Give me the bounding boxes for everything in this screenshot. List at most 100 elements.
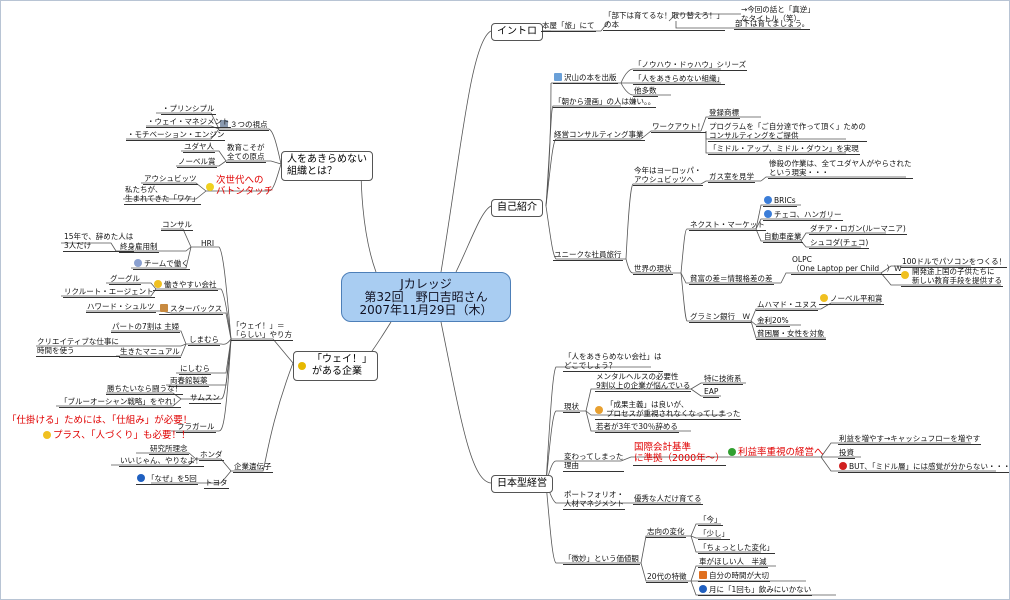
node-book2[interactable]: 「人をあきらめない組織」 (633, 74, 725, 85)
node-ryoshun[interactable]: 両春館製薬 (169, 376, 209, 387)
branch-jiko[interactable]: 自己紹介 (491, 199, 543, 217)
node-hito-nobel[interactable]: ノーベル賞 (177, 157, 217, 168)
node-tech[interactable]: 特に技術系 (703, 374, 743, 385)
node-jew[interactable]: ユダヤ人 (183, 142, 215, 153)
node-hondana[interactable]: 本屋「旅」にて (541, 21, 596, 32)
node-rate[interactable]: 金利20% (756, 316, 790, 327)
node-seika[interactable]: 「成果主義」は良いが、 プロセスが重視されなくなってしまった (595, 400, 742, 420)
node-part[interactable]: パートの7割は 主婦 (111, 322, 181, 333)
node-auto[interactable]: 自動車産業 (763, 232, 803, 243)
node-poverty[interactable]: 貧富の差＝情報格差の差 (689, 274, 774, 285)
node-olpc1[interactable]: 100ドルでパソコンをつくる！ (901, 257, 1008, 268)
node-blue[interactable]: 「ブルーオーシャン戦略」をやれ！ (59, 397, 181, 408)
node-honda[interactable]: ホンダ (199, 450, 224, 461)
node-manual[interactable]: 生きたマニュアル (119, 347, 181, 358)
node-toshi[interactable]: 投資 (838, 448, 855, 459)
node-iden[interactable]: 企業遺伝子 (233, 462, 273, 473)
node-drink[interactable]: 月に「1回も」飲みにいかない (698, 585, 813, 596)
node-book-title[interactable]: 「部下は育てるな！取り替えろ！」 の本 (603, 11, 725, 31)
node-hataraki[interactable]: 働きやすい会社 (153, 280, 218, 291)
node-shiko[interactable]: 志向の変化 (646, 527, 686, 538)
node-ima[interactable]: 「今」 (698, 515, 723, 526)
node-jikan[interactable]: 自分の時間が大切 (698, 571, 770, 582)
node-hri[interactable]: HRI (201, 239, 215, 248)
node-books[interactable]: 沢山の本を出版 (553, 73, 618, 84)
central-topic[interactable]: Jカレッジ 第32回 野口吉昭さん 2007年11月29日（木） (341, 272, 511, 322)
node-olpc[interactable]: OLPC （One Laptop per Child ）Ｗ (791, 255, 903, 275)
node-p1[interactable]: ・プリンシプル (161, 104, 216, 115)
node-rashii[interactable]: 「ウェイ！」＝ 「らしい」やり方 (231, 321, 293, 341)
node-ausch[interactable]: アウシュビッツ (143, 174, 198, 185)
node-kyoiku[interactable]: 教育こそが 全ての原点 (226, 143, 266, 163)
node-yunus[interactable]: ムハマド・ユヌス (756, 300, 818, 311)
node-p2[interactable]: ・ウェイ・マネジメント (146, 117, 231, 128)
node-nishimura[interactable]: にしむら (179, 364, 211, 375)
node-skoda[interactable]: シュコダ(チェコ) (809, 238, 870, 249)
node-twenties[interactable]: 20代の特徴 (646, 572, 688, 583)
branch-way[interactable]: 「ウェイ！」 がある企業 (293, 351, 378, 381)
node-europe[interactable]: 今年はヨーロッパ・ アウシュビッツへ (633, 166, 703, 186)
node-trip[interactable]: ユニークな社員旅行 (553, 250, 623, 261)
branch-nihon[interactable]: 日本型経営 (491, 475, 553, 493)
node-kachi[interactable]: 勝ちたいなら闘うな！ (106, 384, 183, 395)
node-p3[interactable]: ・モチベーション・エンジン (126, 130, 226, 141)
node-middle[interactable]: 「ミドル・アップ、ミドル・ダウン」を実現 (708, 144, 860, 155)
node-rieki[interactable]: 利益率重視の経営へ (728, 447, 824, 458)
node-creative[interactable]: クリエイティブな仕事に 時間を使う (36, 337, 120, 357)
node-shikake[interactable]: 「仕掛ける」ためには、「仕組み」が必要！ (7, 415, 193, 426)
node-young[interactable]: 若者が3年で30％辞める (595, 422, 679, 433)
node-women[interactable]: 貧困層・女性を対象 (756, 329, 826, 340)
branch-intro[interactable]: イントロ (491, 23, 543, 41)
node-intro-note1[interactable]: →今回の話と「真逆」 なタイトル（笑） (741, 5, 815, 23)
node-dacia[interactable]: ダチア・ロガン(ルーマニア) (809, 224, 907, 235)
node-question[interactable]: 「人をあきらめない会社」は どこでしょう？ (563, 352, 663, 372)
node-fragor[interactable]: フラガール (176, 422, 216, 433)
node-shimamura[interactable]: しまむら (188, 335, 220, 346)
node-iijan[interactable]: いいじゃん、やりなよ！ (119, 456, 204, 467)
node-book3[interactable]: 他多数 (633, 86, 658, 97)
node-car[interactable]: 車がほしい人 半減 (698, 557, 768, 568)
node-portfolio[interactable]: ポートフォリオ・ 人材マネジメント (563, 490, 625, 510)
node-workout[interactable]: ワークアウト！ (651, 122, 706, 133)
node-howard[interactable]: ハワード・シュルツ (86, 302, 156, 313)
node-starbucks[interactable]: スターバックス (159, 304, 224, 315)
node-nobel[interactable]: ノーベル平和賞 (819, 294, 884, 305)
node-sukoshi[interactable]: 「少し」 (698, 529, 730, 540)
node-consult[interactable]: 経営コンサルティング事業 (553, 130, 645, 141)
node-lifetime[interactable]: 終身雇用制 (119, 242, 159, 253)
node-cash[interactable]: 利益を増やす→キャッシュフローを増やす (838, 434, 982, 445)
node-genjo[interactable]: 現状 (563, 402, 580, 413)
node-recruit[interactable]: リクルート・エージェント (63, 287, 155, 298)
node-mental[interactable]: メンタルヘルスの必要性 9割以上の企業が悩んでいる (595, 372, 692, 392)
node-reg[interactable]: 登録商標 (708, 108, 740, 119)
node-grameen[interactable]: グラミン銀行 Ｗ (689, 312, 751, 323)
node-next-market[interactable]: ネクスト・マーケット (689, 220, 766, 231)
node-samsung[interactable]: サムスン (189, 393, 221, 404)
node-kawatta[interactable]: 変わってしまった 理由 (563, 452, 625, 472)
node-manga[interactable]: 「朝から漫画」の人は嫌い。。 (553, 97, 657, 108)
node-olpc2[interactable]: 開発途上国の子供たちに 新しい教育手段を提供する (901, 267, 1003, 287)
node-intro-note2[interactable]: 部下は育てましょう。 (734, 19, 811, 30)
node-book1[interactable]: 「ノウハウ・ドゥハウ」シリーズ (633, 60, 748, 71)
node-bizai[interactable]: 「微妙」という価値観 (563, 554, 640, 565)
node-baton[interactable]: 次世代への バトンタッチ (206, 175, 273, 197)
node-ware[interactable]: 私たちが、 生まれてきた「ワケ」 (124, 185, 201, 205)
node-czech[interactable]: チェコ、ハンガリー (763, 210, 843, 221)
node-brics[interactable]: BRICs (763, 196, 797, 207)
node-mitsu[interactable]: ３つの視点 (219, 120, 269, 131)
node-but[interactable]: BUT、「ミドル層」には感覚が分からない・・・ (838, 462, 1009, 473)
node-kokusai[interactable]: 国際会計基準 に準拠（2000年～） (633, 442, 726, 466)
node-program[interactable]: プログラムを「ご自分達で作って頂く」ための コンサルティングをご提供 (708, 122, 867, 142)
node-toyota[interactable]: トヨタ (204, 478, 229, 489)
node-naze[interactable]: 「なぜ」を5回 (136, 474, 198, 485)
node-google[interactable]: グーグル (109, 274, 141, 285)
node-plus[interactable]: プラス、「人づくり」も必要！！ (43, 430, 191, 441)
node-gas-note[interactable]: 惨殺の作業は、全てユダヤ人がやらされた という現実・・・ (768, 159, 913, 179)
node-gas[interactable]: ガス室を見学 (708, 172, 755, 183)
node-chotto[interactable]: 「ちょっとした変化」 (698, 543, 775, 554)
node-fifteen[interactable]: 15年で、辞めた人は 3人だけ (63, 232, 135, 252)
node-world[interactable]: 世界の現状 (633, 264, 673, 275)
node-eap[interactable]: EAP (703, 387, 720, 398)
node-kenkyu[interactable]: 研究所理念 (149, 444, 189, 455)
node-yushu[interactable]: 優秀な人だけ育てる (633, 494, 703, 505)
